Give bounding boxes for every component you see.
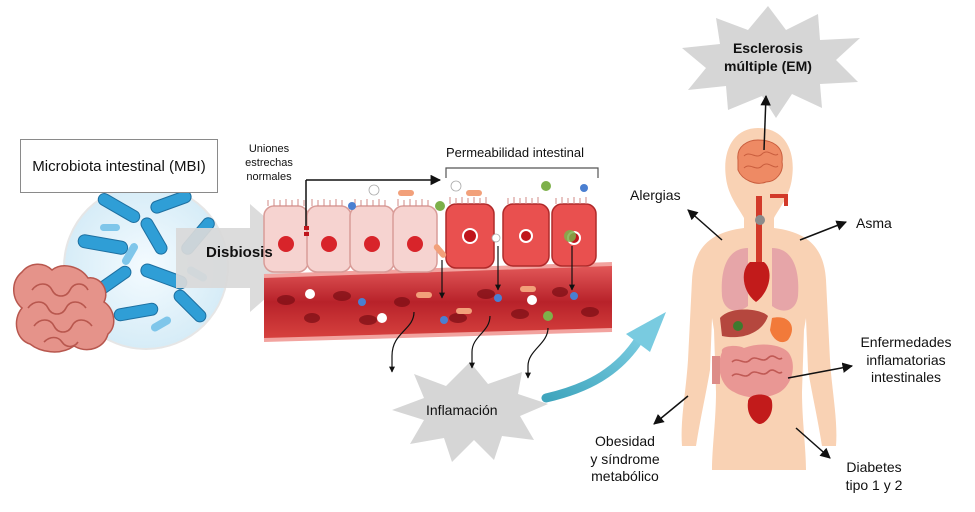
permeation-arrows [439, 246, 575, 299]
esclerosis-label: Esclerosis múltiple (EM) [708, 40, 828, 75]
uniones-pointer [305, 174, 442, 226]
obesidad-line-1: Obesidad [595, 433, 655, 449]
condition-arrows [653, 94, 854, 459]
eii-label: Enfermedades inflamatorias intestinales [850, 334, 962, 387]
uniones-line-2: estrechas [245, 156, 293, 169]
eii-line-1: Enfermedades [860, 334, 952, 350]
uniones-line-1: Uniones [248, 143, 290, 155]
microbiota-label-box: Microbiota intestinal (MBI) [20, 139, 218, 193]
permeabilidad-bracket [445, 167, 599, 178]
blood-vessel [263, 262, 613, 342]
epithelial-cells [263, 180, 597, 273]
inflammation-arrows [389, 311, 549, 379]
obesidad-line-3: metabólico [591, 468, 659, 484]
diabetes-label: Diabetes tipo 1 y 2 [826, 459, 922, 494]
diabetes-line-2: tipo 1 y 2 [845, 476, 903, 493]
esclerosis-line-2: múltiple (EM) [724, 57, 812, 74]
eii-line-3: intestinales [870, 369, 942, 385]
inflamacion-label: Inflamación [426, 402, 498, 418]
esclerosis-line-1: Esclerosis [732, 40, 804, 56]
diabetes-line-1: Diabetes [846, 459, 902, 475]
disbiosis-label: Disbiosis [206, 244, 273, 261]
alergias-label: Alergias [630, 187, 681, 203]
intestine-illustration [13, 263, 115, 353]
eii-line-2: inflamatorias [866, 351, 946, 368]
uniones-line-3: normales [246, 170, 292, 183]
obesidad-label: Obesidad y síndrome metabólico [572, 433, 678, 486]
permeabilidad-label: Permeabilidad intestinal [446, 145, 585, 160]
curved-arrow [541, 312, 666, 403]
obesidad-line-2: y síndrome [590, 450, 660, 467]
inflamacion-starburst [392, 362, 548, 462]
esclerosis-starburst [682, 6, 860, 118]
human-body [681, 128, 837, 470]
microbiota-label: Microbiota intestinal (MBI) [32, 157, 206, 175]
uniones-label: Uniones estrechas normales [236, 143, 302, 184]
asma-label: Asma [856, 215, 892, 231]
